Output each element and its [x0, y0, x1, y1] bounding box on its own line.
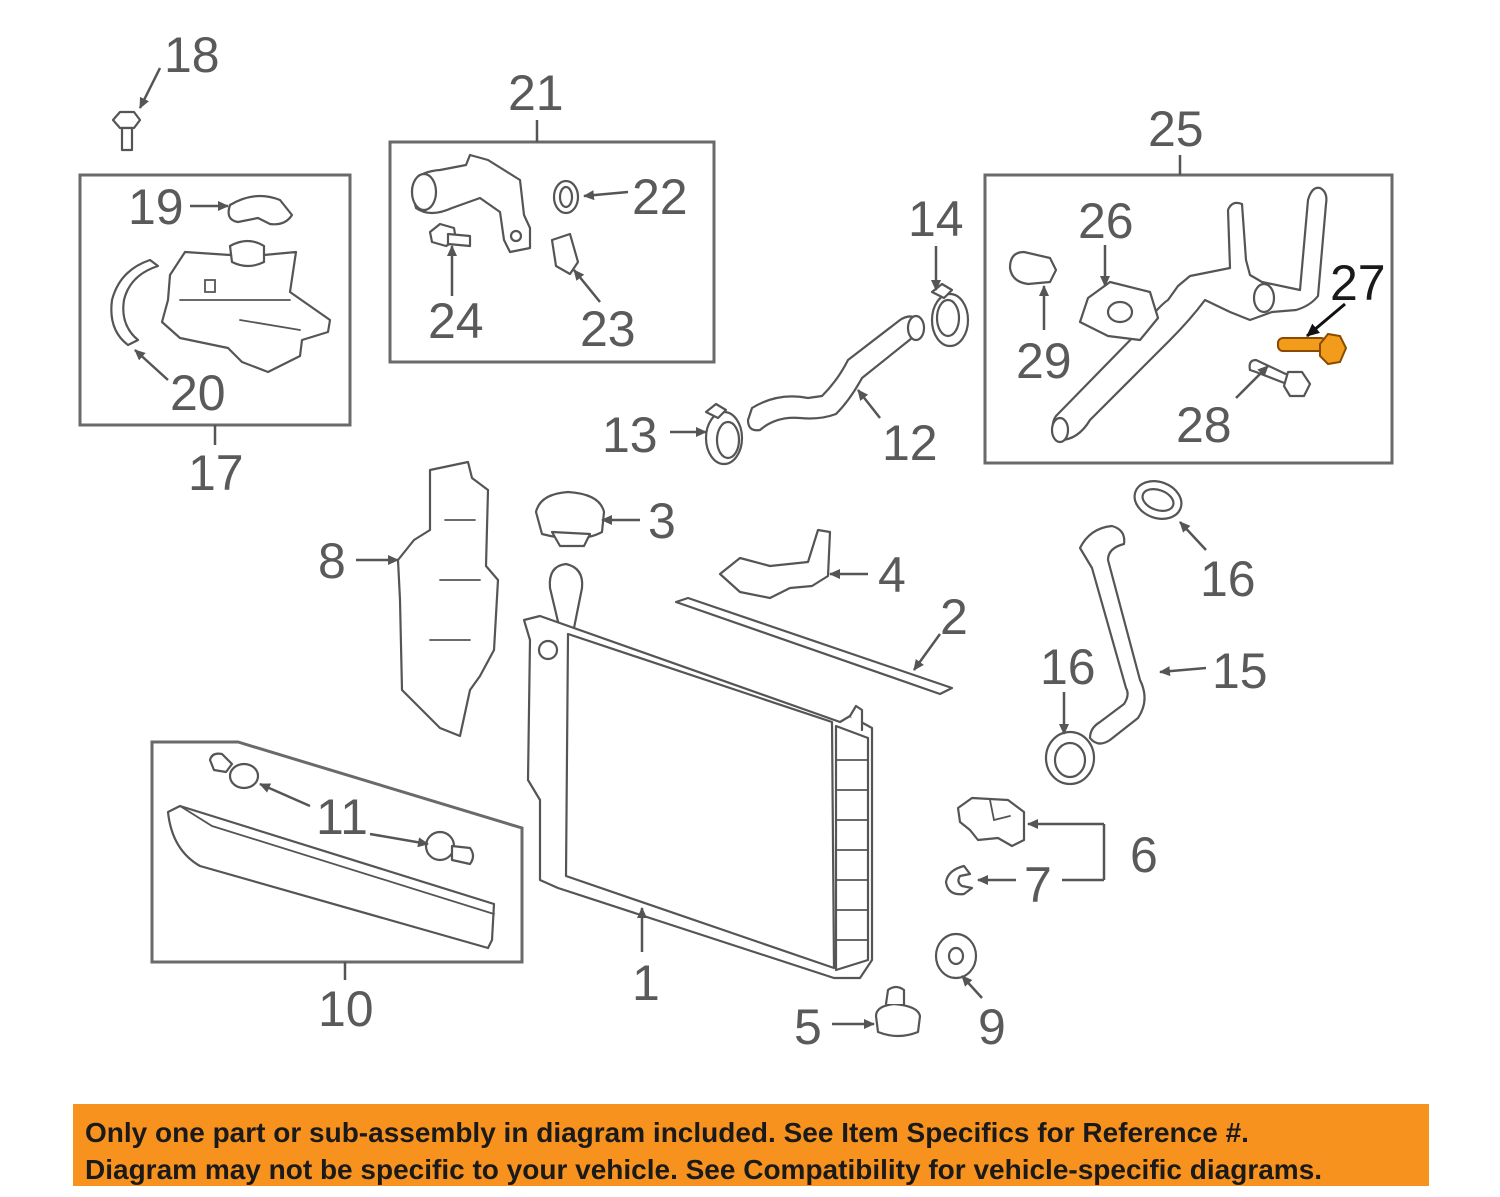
callout-11: 11	[316, 789, 368, 845]
radiator-1-drawing	[522, 562, 874, 980]
callout-13: 13	[602, 407, 658, 463]
bushing-5-drawing	[874, 985, 922, 1038]
gasket-26-drawing	[1078, 280, 1160, 342]
clamp-14-drawing	[930, 282, 970, 348]
cap-19-drawing	[227, 194, 294, 226]
callout-15: 15	[1212, 643, 1268, 699]
callout-3: 3	[648, 493, 676, 549]
callout-29: 29	[1016, 333, 1072, 389]
seal-22-drawing	[552, 179, 580, 215]
parts-diagram: 18 19 20 17 21 22 23 24 14 13 12 25 26 2…	[78, 27, 1394, 1055]
callout-5: 5	[794, 999, 822, 1055]
bracket-4-drawing	[718, 528, 832, 600]
leader-27	[1306, 302, 1346, 338]
deflector-8-drawing	[396, 460, 500, 738]
reservoir-17-drawing	[110, 239, 332, 374]
clamp-13-drawing	[704, 402, 744, 466]
housing-25-drawing	[1050, 186, 1328, 444]
bracket-6-drawing	[956, 796, 1026, 848]
callout-9: 9	[978, 999, 1006, 1055]
seal-2-drawing	[674, 596, 954, 696]
disclaimer-line-2: Diagram may not be specific to your vehi…	[85, 1154, 1323, 1185]
bolt-24-drawing	[428, 222, 472, 248]
gasket-23-drawing	[550, 232, 580, 276]
clip-7-drawing	[944, 864, 974, 896]
callout-26: 26	[1078, 193, 1134, 249]
callout-16-upper: 16	[1200, 551, 1256, 607]
callout-16-lower: 16	[1040, 639, 1096, 695]
callout-4: 4	[878, 547, 906, 603]
baffle-10-drawing	[166, 804, 496, 950]
bolt-18-drawing	[111, 110, 142, 152]
clamp-16-lower-drawing	[1044, 730, 1096, 786]
callout-8: 8	[318, 533, 346, 589]
callout-19: 19	[128, 179, 184, 235]
callout-10: 10	[318, 981, 374, 1037]
housing-group-box	[983, 173, 1394, 465]
callout-25: 25	[1148, 101, 1204, 157]
callout-6: 6	[1130, 827, 1158, 883]
sensor-29-drawing	[1008, 250, 1058, 286]
clamp-16-upper-drawing	[1133, 480, 1183, 520]
pin-11-left-drawing	[208, 752, 260, 790]
callout-18: 18	[164, 27, 220, 83]
washer-9-drawing	[934, 932, 978, 980]
hose-15-drawing	[1078, 524, 1146, 745]
outlet-group-box	[388, 140, 716, 364]
callout-14: 14	[908, 191, 964, 247]
bolt-27-highlighted-drawing	[1277, 332, 1348, 366]
callout-28: 28	[1176, 397, 1232, 453]
callout-7: 7	[1024, 857, 1052, 913]
callout-1: 1	[632, 955, 660, 1011]
disclaimer-line-1: Only one part or sub-assembly in diagram…	[85, 1117, 1249, 1148]
callout-27-highlighted: 27	[1330, 255, 1386, 311]
callout-20: 20	[170, 365, 226, 421]
pin-11-right-drawing	[424, 830, 475, 866]
disclaimer-banner: Only one part or sub-assembly in diagram…	[73, 1104, 1429, 1186]
callout-12: 12	[882, 415, 938, 471]
outlet-21-drawing	[410, 153, 532, 254]
callout-24: 24	[428, 293, 484, 349]
callout-23: 23	[580, 301, 636, 357]
callout-17: 17	[188, 445, 244, 501]
cap-3-drawing	[534, 490, 606, 548]
callout-22: 22	[632, 169, 688, 225]
callout-21: 21	[508, 65, 564, 121]
hose-12-drawing	[746, 314, 926, 432]
air-baffle-group-box	[150, 740, 524, 964]
bolt-28-drawing	[1248, 358, 1312, 398]
callout-2: 2	[940, 589, 968, 645]
